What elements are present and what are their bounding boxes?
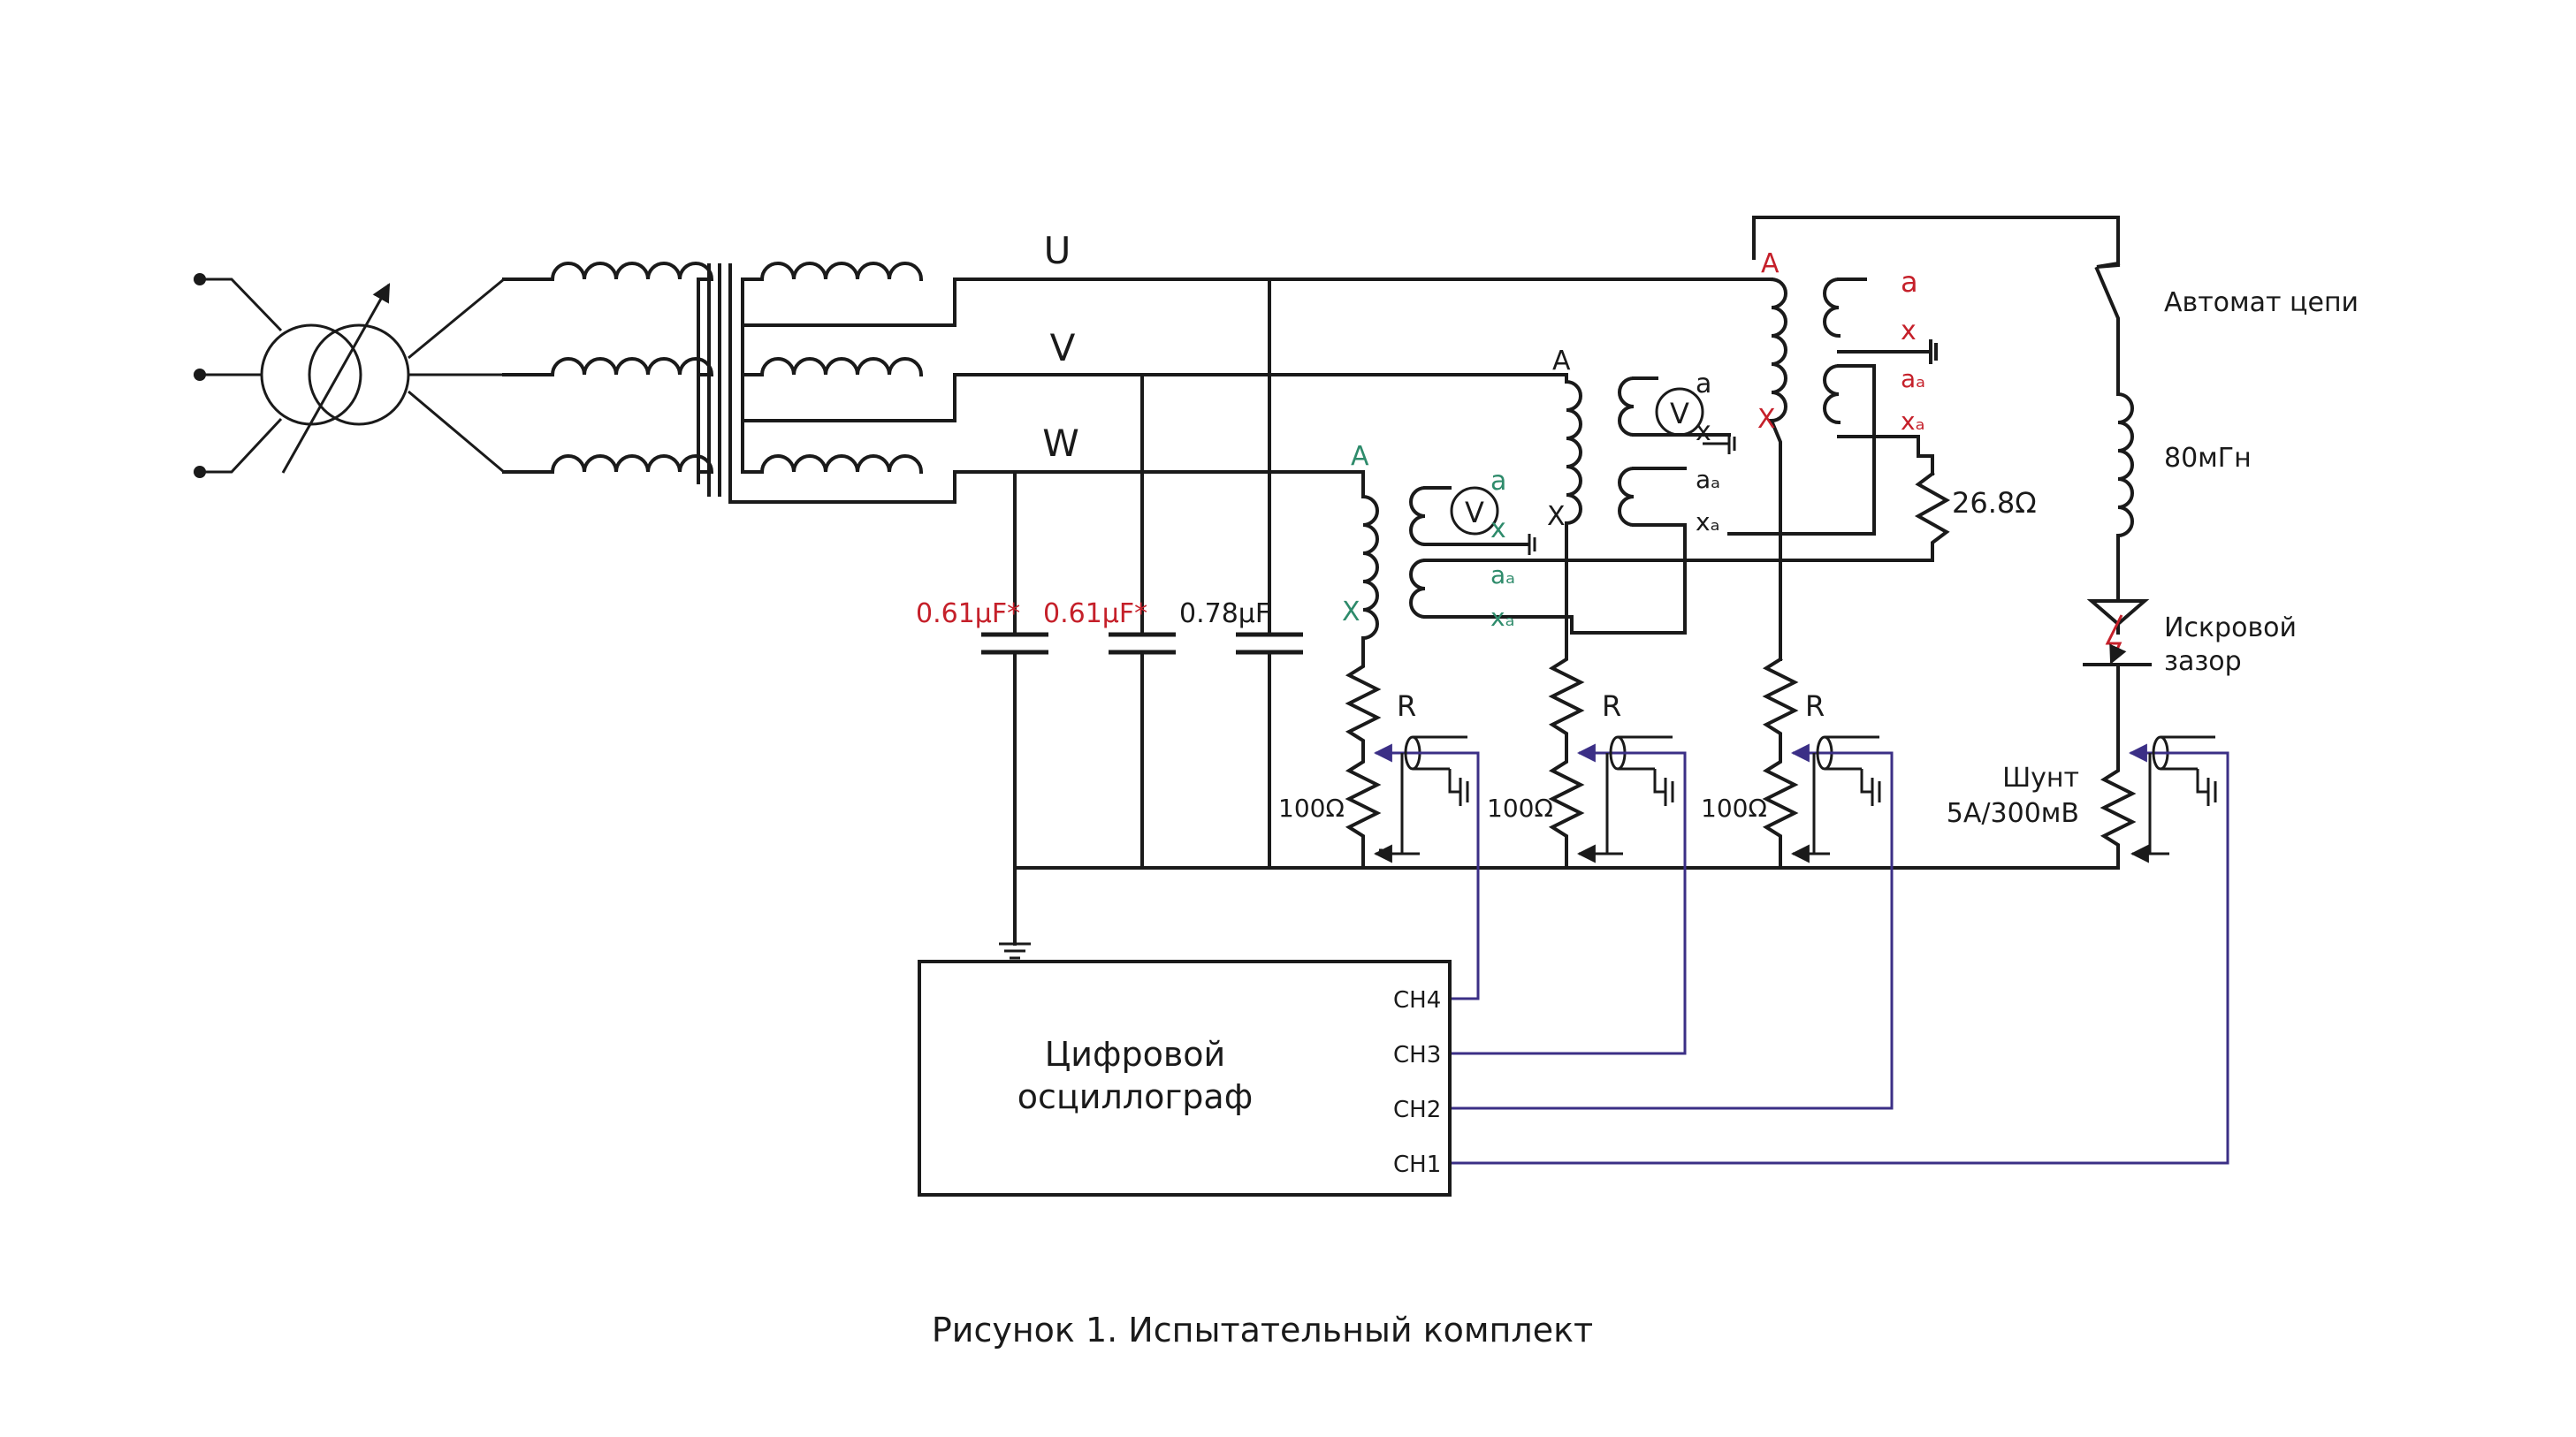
resistor-100-u: 100Ω [1701, 794, 1767, 823]
channel-ch2: CH2 [1393, 1097, 1441, 1123]
svg-text:V: V [1465, 496, 1484, 529]
tut-v-terminal-a: A [1552, 346, 1571, 376]
load-resistor-label: 26.8Ω [1952, 486, 2037, 520]
tut-v-sec-x: x [1696, 416, 1711, 447]
breaker-top-feed [1752, 216, 2120, 265]
probe-w [1373, 735, 1480, 1000]
resistor-r-u: R [1805, 689, 1825, 723]
tut-u-sec-x: x [1901, 316, 1917, 346]
circuit-breaker [2094, 261, 2121, 332]
tut-w-primary [1361, 470, 1379, 661]
tut-v-terminal-x: X [1547, 501, 1566, 532]
resistor-100-w: 100Ω [1278, 794, 1345, 823]
svg-text:V: V [1670, 397, 1689, 430]
voltmeter-v: V [1655, 387, 1736, 454]
tut-u-aux-a: aₐ [1901, 364, 1925, 393]
probe-u [1450, 735, 1894, 1110]
capacitor-label-c2: 0.61μF* [1043, 598, 1147, 629]
phase-label-v: V [1050, 326, 1076, 369]
tut-w-sec-a: a [1490, 466, 1506, 497]
tut-w-terminal-a: A [1351, 441, 1369, 472]
regulating-transformer [260, 278, 505, 474]
stepup-secondary-coils [728, 262, 956, 504]
tut-v-aux-x: xₐ [1696, 507, 1720, 536]
inductor-label: 80мГн [2164, 443, 2252, 474]
tut-u-secondary [1823, 277, 1938, 536]
tut-w-aux-a: aₐ [1490, 560, 1515, 589]
tut-v-aux-a: aₐ [1696, 465, 1720, 494]
tut-w-aux-x: xₐ [1490, 603, 1515, 632]
oscilloscope-title-2: осциллограф [1017, 1077, 1253, 1116]
shunt-label-2: 5А/300мВ [1947, 798, 2079, 829]
phase-buses [953, 278, 1773, 474]
resistor-r-v: R [1602, 689, 1621, 723]
spark-gap [2083, 599, 2152, 762]
stepup-primary-coils [502, 262, 721, 497]
tut-w-sec-x: x [1490, 513, 1506, 544]
breaker-label: Автомат цепи [2164, 287, 2359, 318]
channel-ch4: CH4 [1393, 987, 1441, 1014]
tut-u-terminal-x: X [1757, 404, 1776, 435]
spark-gap-label-2: зазор [2164, 646, 2242, 677]
channel-ch3: CH3 [1393, 1042, 1441, 1068]
oscilloscope-title-1: Цифровой [1045, 1035, 1225, 1074]
tut-u-primary [1769, 277, 1787, 661]
capacitor-label-c3: 0.78μF [1179, 598, 1270, 629]
figure-caption: Рисунок 1. Испытательный комплект [932, 1311, 1593, 1350]
load-resistor [1657, 471, 1951, 562]
probe-v [1450, 735, 1687, 1055]
phase-label-u: U [1044, 229, 1071, 272]
aux-interconnect [1570, 523, 1876, 635]
phase-label-w: W [1042, 422, 1079, 465]
spark-gap-label-1: Искровой [2164, 612, 2297, 643]
shunt-resistor [2100, 758, 2169, 870]
tut-u-aux-x: xₐ [1901, 407, 1925, 436]
voltmeter-w: V [1450, 486, 1536, 555]
resistor-r-w: R [1397, 689, 1416, 723]
tut-v-sec-a: a [1696, 369, 1711, 399]
oscilloscope: Цифровой осциллограф CH4 CH3 CH2 CH1 [918, 960, 1452, 1197]
tut-w-terminal-x: X [1342, 597, 1360, 627]
tut-v-primary [1565, 373, 1582, 536]
input-terminals [194, 273, 283, 478]
probe-shunt [1450, 735, 2229, 1165]
channel-ch1: CH1 [1393, 1152, 1441, 1178]
ground-symbol-main [999, 866, 1031, 960]
resistor-100-v: 100Ω [1487, 794, 1553, 823]
capacitor-bank [981, 278, 1303, 870]
tut-u-terminal-a: A [1761, 248, 1780, 279]
capacitor-label-c1: 0.61μF* [916, 598, 1020, 629]
tut-u-sec-a: a [1901, 265, 1918, 299]
inductor-80mh [2116, 329, 2134, 603]
shunt-label-1: Шунт [2002, 763, 2079, 794]
